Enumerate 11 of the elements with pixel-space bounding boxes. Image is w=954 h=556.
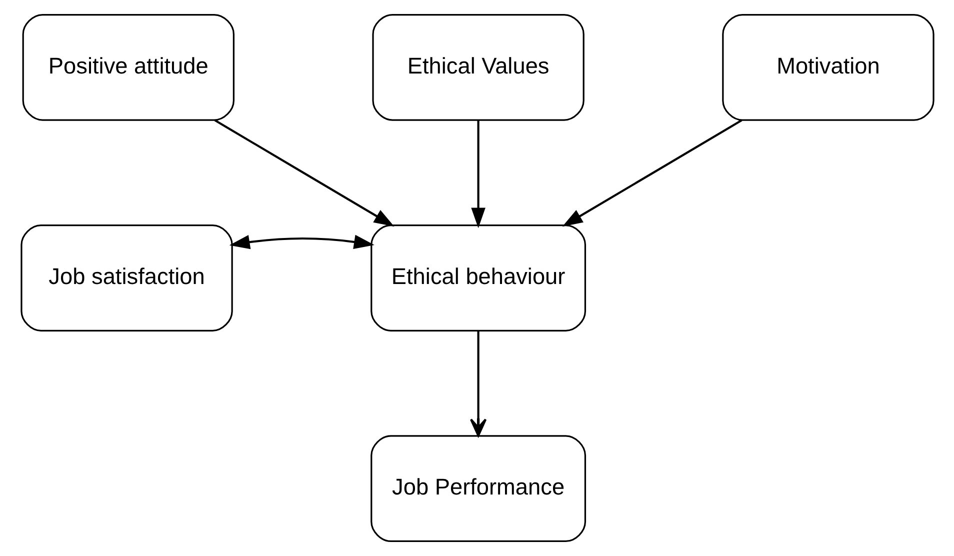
node-box: Positive attitude — [22, 14, 234, 121]
arrow — [228, 234, 374, 250]
node-box: Motivation — [722, 14, 934, 121]
arrow — [562, 119, 742, 227]
arrow — [469, 330, 486, 437]
arrow — [214, 119, 394, 227]
node-box: Job Performance — [370, 435, 586, 542]
node-box: Ethical behaviour — [370, 224, 586, 332]
node-box: Ethical Values — [372, 14, 584, 121]
node-box: Job satisfaction — [20, 224, 232, 332]
arrow — [470, 120, 485, 228]
